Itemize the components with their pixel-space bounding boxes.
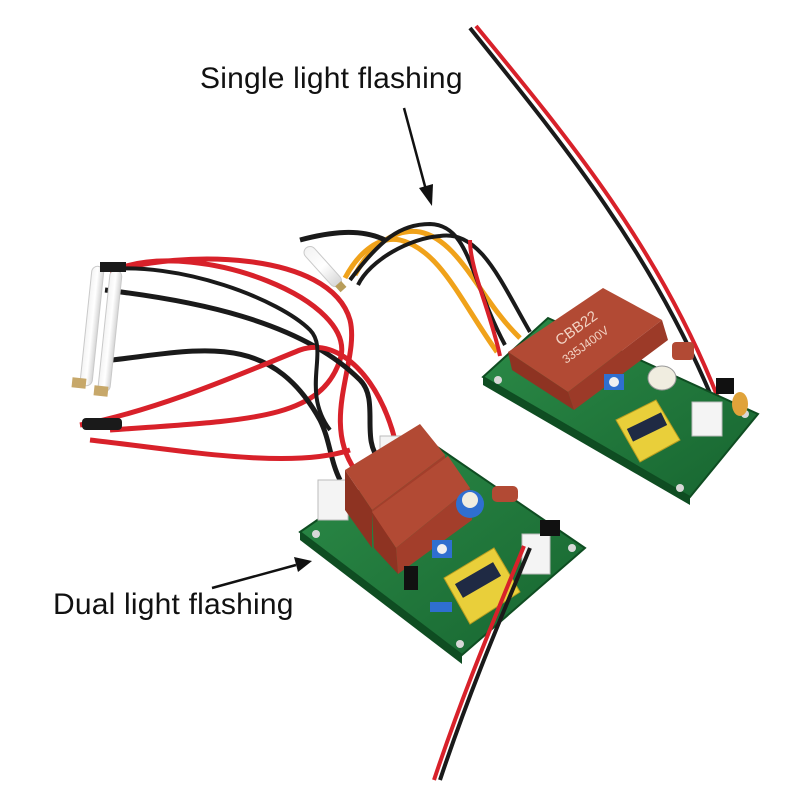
single-light-module: CBB22 335J400V <box>299 24 760 505</box>
wire-connector <box>691 401 723 437</box>
wire-black-bundle <box>104 287 382 462</box>
dual-arrow <box>211 557 312 590</box>
cbb22-capacitor: CBB22 335J400V <box>508 288 668 410</box>
dual-capacitors <box>345 424 472 574</box>
power-lead-red <box>432 545 526 781</box>
lead-wire-black <box>468 26 714 399</box>
label-single-light-flashing: Single light flashing <box>200 62 463 95</box>
tube-connector <box>317 479 349 521</box>
small-capacitor <box>672 342 694 360</box>
transistor <box>716 378 734 394</box>
label-dual-light-flashing: Dual light flashing <box>53 588 294 621</box>
power-lead-black <box>438 547 532 781</box>
white-capacitor <box>647 365 677 391</box>
single-flash-tube <box>303 245 347 293</box>
lead-wire-red <box>474 24 720 399</box>
dual-flash-tubes <box>71 262 126 430</box>
single-arrow <box>402 107 433 206</box>
dual-light-module <box>71 256 587 781</box>
